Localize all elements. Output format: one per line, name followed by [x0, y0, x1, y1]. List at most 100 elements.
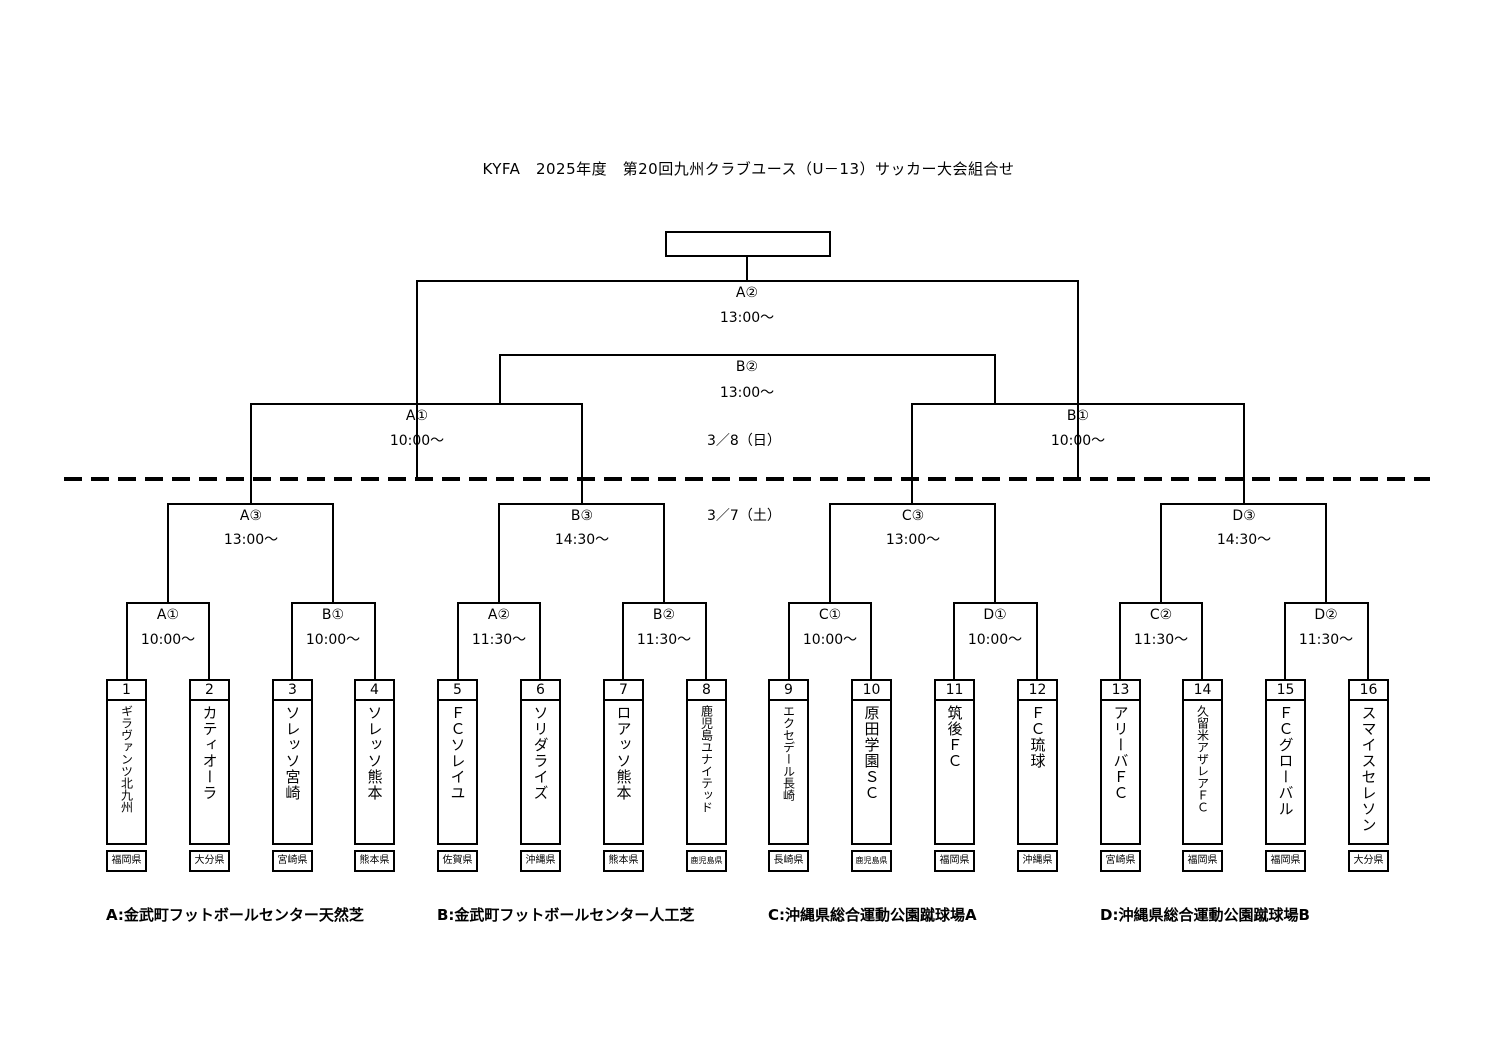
team-prefecture-7: 熊本県 — [603, 850, 644, 872]
team-prefecture-8: 鹿児島県 — [686, 850, 727, 872]
team-box-15: ＦＣグローバル — [1265, 701, 1306, 845]
team-name-4: ソレッソ熊本 — [365, 705, 384, 801]
team-box-9: エクセデール長崎 — [768, 701, 809, 845]
team-prefecture-16: 大分県 — [1348, 850, 1389, 872]
team-name-9: エクセデール長崎 — [781, 705, 796, 801]
qf3-code: C③ — [901, 508, 925, 524]
r1-bracket-line-1 — [126, 602, 210, 679]
third-place-time: 13:00～ — [719, 385, 775, 401]
semi-right-bracket-line — [911, 403, 1245, 504]
team-number-11: 11 — [934, 679, 975, 701]
team-box-11: 筑後ＦＣ — [934, 701, 975, 845]
team-prefecture-12: 沖縄県 — [1017, 850, 1058, 872]
team-prefecture-6: 沖縄県 — [520, 850, 561, 872]
team-name-13: アリーバＦＣ — [1111, 705, 1130, 801]
champion-box — [665, 231, 831, 257]
team-box-3: ソレッソ宮崎 — [272, 701, 313, 845]
venue-c: C:沖縄県総合運動公園蹴球場A — [768, 906, 977, 924]
qf2-code: B③ — [570, 508, 594, 524]
r1-bracket-line-2 — [291, 602, 376, 679]
final-time: 13:00～ — [719, 310, 775, 326]
team-name-12: ＦＣ琉球 — [1028, 705, 1047, 769]
r1-time-4: 11:30～ — [636, 632, 692, 648]
qf1-time: 13:00～ — [223, 532, 279, 548]
team-prefecture-11: 福岡県 — [934, 850, 975, 872]
team-number-16: 16 — [1348, 679, 1389, 701]
venue-d: D:沖縄県総合運動公園蹴球場B — [1100, 906, 1310, 924]
team-box-8: 鹿児島ユナイテッド — [686, 701, 727, 845]
team-box-13: アリーバＦＣ — [1100, 701, 1141, 845]
team-prefecture-9: 長崎県 — [768, 850, 809, 872]
team-number-15: 15 — [1265, 679, 1306, 701]
team-prefecture-4: 熊本県 — [354, 850, 395, 872]
team-name-15: ＦＣグローバル — [1276, 705, 1295, 817]
r1-code-1: A① — [156, 607, 180, 623]
team-box-7: ロアッソ熊本 — [603, 701, 644, 845]
qf3-time: 13:00～ — [885, 532, 941, 548]
team-number-5: 5 — [437, 679, 478, 701]
team-name-10: 原田学園ＳＣ — [862, 705, 881, 801]
team-box-6: ソリダライズ — [520, 701, 561, 845]
qf3-bracket-line — [829, 503, 996, 603]
r1-time-6: 10:00～ — [967, 632, 1023, 648]
page-title: KYFA 2025年度 第20回九州クラブユース（U－13）サッカー大会組合せ — [482, 160, 1015, 178]
team-name-14: 久留米アザレアＦＣ — [1195, 705, 1210, 813]
semi-right-time: 10:00～ — [1050, 433, 1106, 449]
semi-left-time: 10:00～ — [389, 433, 445, 449]
r1-time-8: 11:30～ — [1298, 632, 1354, 648]
r1-bracket-line-7 — [1119, 602, 1203, 679]
r1-time-5: 10:00～ — [802, 632, 858, 648]
team-prefecture-13: 宮崎県 — [1100, 850, 1141, 872]
team-name-7: ロアッソ熊本 — [614, 705, 633, 801]
r1-bracket-line-8 — [1284, 602, 1369, 679]
semi-left-bracket-line — [250, 403, 583, 504]
venue-a: A:金武町フットボールセンター天然芝 — [106, 906, 364, 924]
team-number-6: 6 — [520, 679, 561, 701]
team-box-10: 原田学園ＳＣ — [851, 701, 892, 845]
team-prefecture-1: 福岡県 — [106, 850, 147, 872]
team-prefecture-3: 宮崎県 — [272, 850, 313, 872]
team-box-2: カティオーラ — [189, 701, 230, 845]
team-name-16: スマイスセレソン — [1359, 705, 1378, 833]
team-number-3: 3 — [272, 679, 313, 701]
r1-bracket-line-6 — [953, 602, 1038, 679]
team-prefecture-10: 鹿児島県 — [851, 850, 892, 872]
r1-bracket-line-3 — [457, 602, 541, 679]
team-box-4: ソレッソ熊本 — [354, 701, 395, 845]
third-place-bracket-line — [499, 354, 996, 404]
team-number-13: 13 — [1100, 679, 1141, 701]
r1-code-8: D② — [1314, 607, 1338, 623]
team-name-1: ギラヴァンツ北九州 — [119, 705, 134, 813]
date-day1: 3／7（土） — [707, 508, 781, 524]
qf2-bracket-line — [498, 503, 665, 603]
r1-code-6: D① — [983, 607, 1007, 623]
qf4-code: D③ — [1232, 508, 1256, 524]
team-name-5: ＦＣソレイユ — [448, 705, 467, 801]
third-place-code: B② — [735, 359, 759, 375]
r1-code-2: B① — [321, 607, 345, 623]
team-number-2: 2 — [189, 679, 230, 701]
team-name-11: 筑後ＦＣ — [945, 705, 964, 769]
r1-time-3: 11:30～ — [471, 632, 527, 648]
date-day2: 3／8（日） — [707, 433, 781, 449]
team-number-1: 1 — [106, 679, 147, 701]
qf1-bracket-line — [167, 503, 334, 603]
team-number-12: 12 — [1017, 679, 1058, 701]
team-name-2: カティオーラ — [200, 705, 219, 801]
qf4-bracket-line — [1160, 503, 1327, 603]
team-number-8: 8 — [686, 679, 727, 701]
team-prefecture-15: 福岡県 — [1265, 850, 1306, 872]
r1-bracket-line-4 — [622, 602, 707, 679]
team-prefecture-14: 福岡県 — [1182, 850, 1223, 872]
team-name-6: ソリダライズ — [531, 705, 550, 801]
team-box-12: ＦＣ琉球 — [1017, 701, 1058, 845]
team-name-3: ソレッソ宮崎 — [283, 705, 302, 801]
team-prefecture-5: 佐賀県 — [437, 850, 478, 872]
team-box-1: ギラヴァンツ北九州 — [106, 701, 147, 845]
semi-left-code: A① — [405, 408, 429, 424]
semi-right-code: B① — [1066, 408, 1090, 424]
team-number-10: 10 — [851, 679, 892, 701]
team-number-7: 7 — [603, 679, 644, 701]
qf2-time: 14:30～ — [554, 532, 610, 548]
